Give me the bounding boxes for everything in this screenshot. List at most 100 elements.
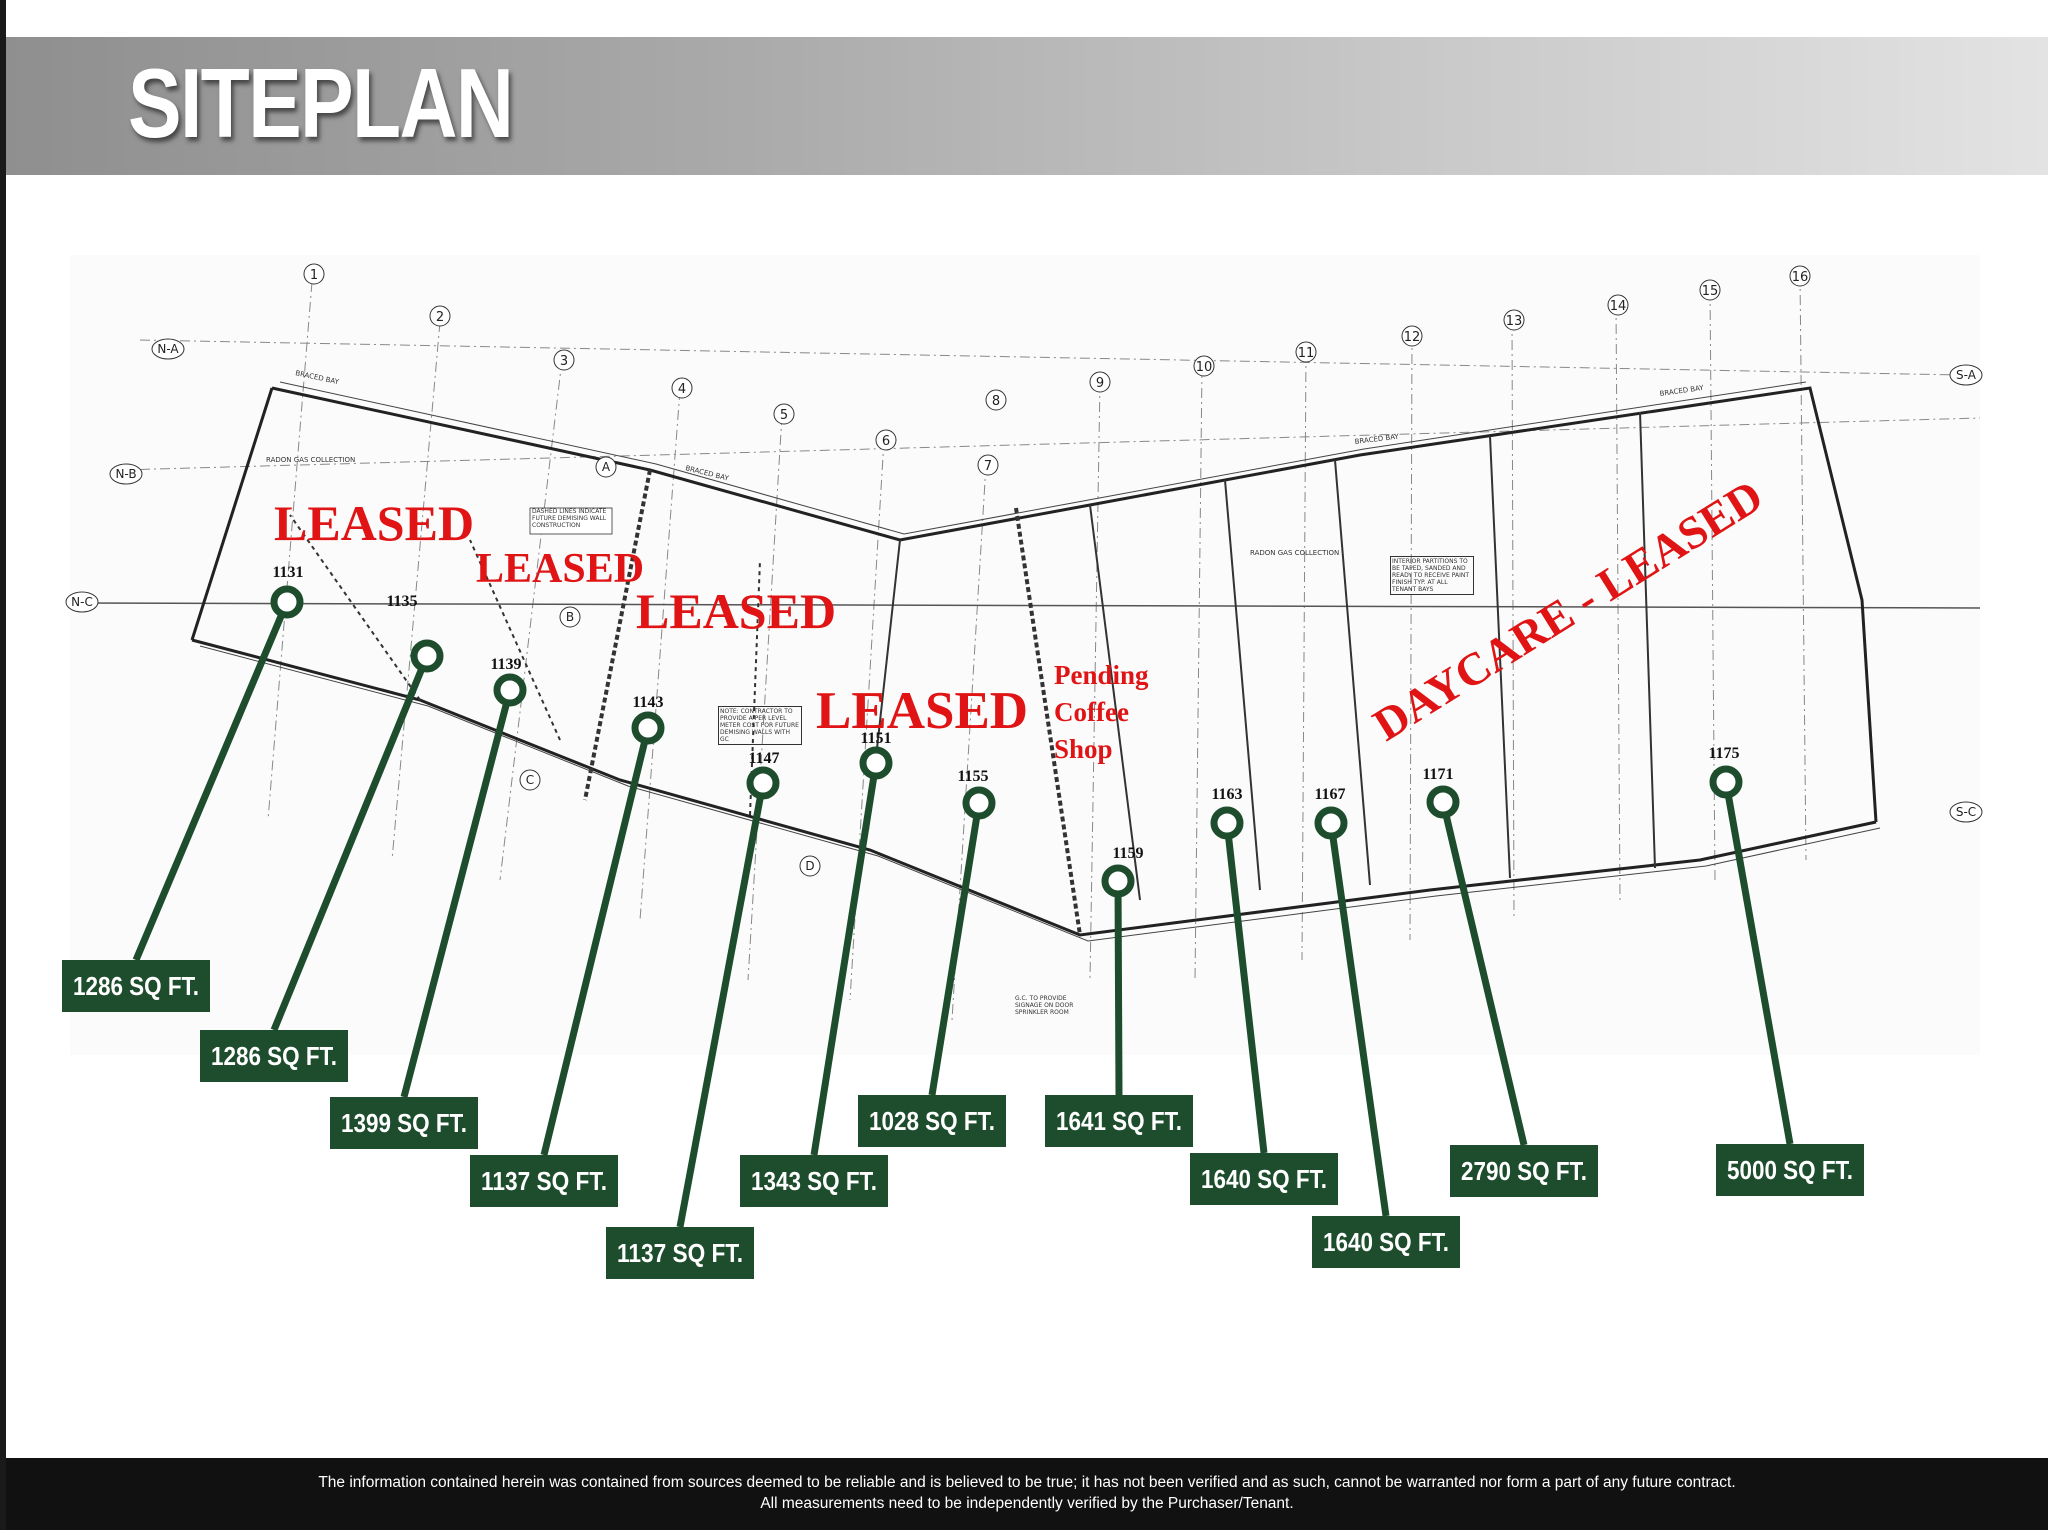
leader-line-1175 <box>1722 781 1794 1145</box>
area-label-1163: 1640 SQ FT. <box>1201 1164 1327 1194</box>
unit-marker-1155[interactable] <box>962 786 996 820</box>
unit-number-1159: 1159 <box>1112 845 1143 862</box>
disclaimer-footer: The information contained herein was con… <box>6 1458 2048 1530</box>
area-label-1151: 1343 SQ FT. <box>751 1166 877 1196</box>
area-box-1163[interactable] <box>1190 1153 1338 1205</box>
svg-text:9: 9 <box>1096 376 1104 391</box>
area-box-1139[interactable] <box>330 1097 478 1149</box>
plan-notes: BRACED BAY BRACED BAY BRACED BAY BRACED … <box>266 369 1705 1016</box>
svg-text:A: A <box>602 460 611 474</box>
wall-details <box>199 381 1881 942</box>
leader-line-1171 <box>1439 801 1528 1146</box>
svg-text:12: 12 <box>1404 330 1421 345</box>
area-label-1147: 1137 SQ FT. <box>617 1238 743 1268</box>
leader-line-1155 <box>928 802 983 1096</box>
disclaimer-line-2: All measurements need to be independentl… <box>760 1495 1294 1512</box>
svg-text:10: 10 <box>1196 360 1213 375</box>
leased-label-1151: LEASED <box>816 682 1028 740</box>
area-box-1131[interactable] <box>62 960 210 1012</box>
area-label-1135: 1286 SQ FT. <box>211 1041 337 1071</box>
area-label-1155: 1028 SQ FT. <box>869 1106 995 1136</box>
unit-number-1167: 1167 <box>1314 786 1345 803</box>
n-c-line <box>69 602 1981 609</box>
leader-line-1159 <box>1114 880 1123 1096</box>
unit-marker-1131[interactable] <box>270 585 304 619</box>
page-title: SITEPLAN <box>128 48 514 158</box>
unit-number-1155: 1155 <box>957 768 988 785</box>
pending-label-line2: Coffee <box>1054 697 1129 727</box>
area-label-1159: 1641 SQ FT. <box>1056 1106 1182 1136</box>
unit-number-1135: 1135 <box>386 593 417 610</box>
svg-text:S-A: S-A <box>1956 368 1977 382</box>
svg-text:C: C <box>526 773 534 787</box>
area-box-1135[interactable] <box>200 1030 348 1082</box>
unit-markers: 1131 1286 SQ FT. 1135 1286 SQ FT. 1139 1399 S… <box>62 564 1864 1279</box>
unit-marker-1151[interactable] <box>859 746 893 780</box>
leader-line-1143 <box>540 727 652 1156</box>
unit-number-1131: 1131 <box>272 564 303 581</box>
pending-label-line3: Shop <box>1054 734 1113 764</box>
area-box-1155[interactable] <box>858 1095 1006 1147</box>
leased-label-1139: LEASED <box>636 583 836 639</box>
plan-area <box>70 255 1980 1055</box>
leader-line-1151 <box>810 762 880 1156</box>
svg-text:N-A: N-A <box>157 342 179 356</box>
leader-line-1131 <box>132 600 291 962</box>
svg-text:RADON GAS COLLECTION: RADON GAS COLLECTION <box>1250 549 1339 557</box>
disclaimer-line-1: The information contained herein was con… <box>318 1474 1736 1491</box>
unit-marker-1167[interactable] <box>1314 806 1348 840</box>
svg-text:7: 7 <box>984 459 992 474</box>
left-edge-bar <box>0 0 6 1530</box>
svg-text:13: 13 <box>1506 314 1523 329</box>
svg-text:1: 1 <box>310 268 318 283</box>
area-label-1171: 2790 SQ FT. <box>1461 1156 1587 1186</box>
area-label-1143: 1137 SQ FT. <box>481 1166 607 1196</box>
unit-number-1171: 1171 <box>1422 766 1453 783</box>
leader-line-1135 <box>270 654 431 1032</box>
unit-marker-1147[interactable] <box>746 766 780 800</box>
unit-marker-1159[interactable] <box>1101 864 1135 898</box>
svg-text:14: 14 <box>1610 299 1627 314</box>
unit-marker-1135[interactable] <box>410 639 444 673</box>
svg-text:6: 6 <box>882 434 890 449</box>
svg-text:N-C: N-C <box>71 595 93 609</box>
svg-text:16: 16 <box>1792 270 1809 285</box>
area-box-1151[interactable] <box>740 1155 888 1207</box>
unit-marker-1139[interactable] <box>493 673 527 707</box>
svg-text:RADON GAS COLLECTION: RADON GAS COLLECTION <box>266 456 355 464</box>
area-box-1147[interactable] <box>606 1227 754 1279</box>
grid-bubbles: 1 2 3 4 5 6 7 8 9 10 11 12 13 14 15 16 <box>303 263 1811 476</box>
area-box-1159[interactable] <box>1045 1095 1193 1147</box>
area-label-1167: 1640 SQ FT. <box>1323 1227 1449 1257</box>
unit-marker-1143[interactable] <box>631 711 665 745</box>
unit-number-1143: 1143 <box>632 694 663 711</box>
area-label-1131: 1286 SQ FT. <box>73 971 199 1001</box>
area-box-1175[interactable] <box>1716 1144 1864 1196</box>
unit-marker-1175[interactable] <box>1709 765 1743 799</box>
unit-number-1151: 1151 <box>860 730 891 747</box>
leased-label-1131: LEASED <box>274 495 474 551</box>
svg-text:S-C: S-C <box>1956 805 1976 819</box>
header-banner: SITEPLAN <box>6 37 2048 175</box>
area-box-1171[interactable] <box>1450 1145 1598 1197</box>
unit-number-1139: 1139 <box>490 656 521 673</box>
svg-text:8: 8 <box>992 394 1000 409</box>
area-label-1175: 5000 SQ FT. <box>1727 1155 1853 1185</box>
unit-marker-1171[interactable] <box>1426 785 1460 819</box>
unit-number-1163: 1163 <box>1211 786 1242 803</box>
leased-label-1135: LEASED <box>476 546 644 592</box>
leader-line-1163 <box>1223 822 1268 1154</box>
unit-marker-1163[interactable] <box>1210 806 1244 840</box>
svg-text:N-B: N-B <box>115 467 136 481</box>
pending-label-line1: Pending <box>1054 660 1149 690</box>
area-label-1139: 1399 SQ FT. <box>341 1108 467 1138</box>
svg-text:D: D <box>805 859 814 873</box>
area-box-1167[interactable] <box>1312 1216 1460 1268</box>
svg-text:2: 2 <box>436 310 444 325</box>
grid-letter-bubbles: N-A N-B N-C S-A S-C A B C D <box>65 338 1983 877</box>
unit-number-1175: 1175 <box>1708 745 1739 762</box>
leader-line-1147 <box>676 782 767 1228</box>
unit-number-1147: 1147 <box>748 750 779 767</box>
area-box-1143[interactable] <box>470 1155 618 1207</box>
